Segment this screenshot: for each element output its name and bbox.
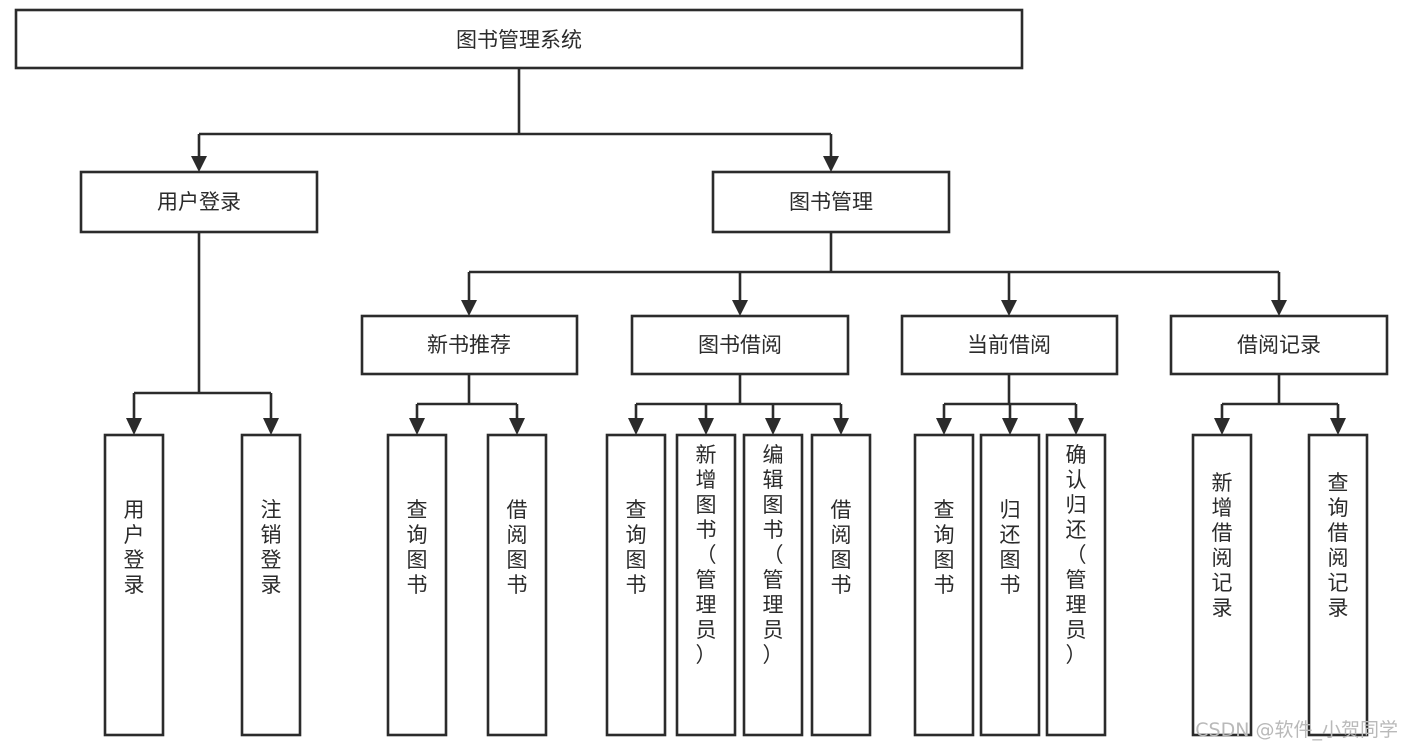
leaf-logout-login-label: 注销登录 [261, 498, 282, 597]
arrow-leaf-return-book [1002, 418, 1018, 435]
arrow-leaf-add-book [698, 418, 714, 435]
node-root-box[interactable] [14, 8, 1024, 70]
leaf-borrow-book-1-label: 借阅图书 [507, 498, 528, 597]
node-book-manage-box[interactable] [711, 170, 951, 234]
connectors-book-borrow-to-leaves [628, 374, 849, 435]
leaf-borrow-book-1-box[interactable] [486, 433, 548, 737]
node-new-book-rec-box[interactable] [360, 314, 579, 376]
node-user-login-box[interactable] [79, 170, 319, 234]
leaf-query-record-label: 查询借阅记录 [1328, 471, 1349, 620]
leaf-confirm-return-box[interactable] [1045, 433, 1107, 737]
leaf-query-book-1[interactable]: 查询图书 [386, 433, 448, 737]
arrow-leaf-edit-book [765, 418, 781, 435]
leaf-add-book-box[interactable] [675, 433, 737, 737]
connectors-current-borrow-to-leaves [936, 374, 1084, 435]
node-root[interactable]: 图书管理系统 [14, 8, 1024, 70]
leaf-query-book-2-box[interactable] [605, 433, 667, 737]
connectors-new-book-rec-to-leaves [409, 374, 525, 435]
arrow-current-borrow [1001, 300, 1017, 316]
leaf-add-record-box[interactable] [1191, 433, 1253, 737]
arrow-leaf-query-book-3 [936, 418, 952, 435]
arrow-book-manage [823, 156, 839, 172]
leaf-borrow-book-2-box[interactable] [810, 433, 872, 737]
arrow-leaf-borrow-book-2 [833, 418, 849, 435]
arrow-leaf-logout-login [263, 418, 279, 435]
leaf-user-login-box[interactable] [103, 433, 165, 737]
arrow-leaf-query-book-2 [628, 418, 644, 435]
leaf-borrow-book-2[interactable]: 借阅图书 [810, 433, 872, 737]
node-current-borrow-label: 当前借阅 [967, 333, 1051, 357]
leaf-confirm-return[interactable]: 确认归还（管理员） [1045, 433, 1107, 737]
connectors-root-to-level2 [191, 68, 839, 172]
node-book-borrow-box[interactable] [630, 314, 850, 376]
node-borrow-record-box[interactable] [1169, 314, 1389, 376]
arrow-leaf-borrow-book-1 [509, 418, 525, 435]
leaf-query-book-1-label: 查询图书 [407, 498, 428, 597]
leaf-query-book-2[interactable]: 查询图书 [605, 433, 667, 737]
node-user-login[interactable]: 用户登录 [79, 170, 319, 234]
leaf-return-book-box[interactable] [979, 433, 1041, 737]
leaf-query-book-3[interactable]: 查询图书 [913, 433, 975, 737]
leaf-logout-login-box[interactable] [240, 433, 302, 737]
arrow-leaf-query-book-1 [409, 418, 425, 435]
arrow-book-borrow [732, 300, 748, 316]
node-user-login-label: 用户登录 [157, 190, 241, 214]
watermark-label: CSDN @软件_小贺同学 [1195, 719, 1398, 741]
node-book-manage-label: 图书管理 [789, 190, 873, 214]
connectors-book-manage-to-level3 [461, 232, 1287, 316]
arrow-borrow-record [1271, 300, 1287, 316]
leaf-borrow-book-2-label: 借阅图书 [831, 498, 852, 597]
leaf-return-book-label: 归还图书 [1000, 498, 1021, 597]
arrow-user-login [191, 156, 207, 172]
leaf-user-login-label: 用户登录 [124, 498, 145, 597]
leaf-query-book-2-label: 查询图书 [626, 498, 647, 597]
node-new-book-rec-label: 新书推荐 [427, 333, 511, 357]
arrow-leaf-user-login [126, 418, 142, 435]
leaf-edit-book-label: 编辑图书（管理员） [763, 443, 784, 667]
leaf-query-book-3-box[interactable] [913, 433, 975, 737]
arrow-leaf-confirm-return [1068, 418, 1084, 435]
arrow-leaf-add-record [1214, 418, 1230, 435]
node-current-borrow[interactable]: 当前借阅 [900, 314, 1119, 376]
leaf-query-record[interactable]: 查询借阅记录 [1307, 433, 1369, 737]
leaf-query-book-1-box[interactable] [386, 433, 448, 737]
leaf-confirm-return-label: 确认归还（管理员） [1066, 443, 1087, 667]
leaf-add-record[interactable]: 新增借阅记录 [1191, 433, 1253, 737]
leaf-add-book[interactable]: 新增图书（管理员） [675, 433, 737, 737]
node-book-manage[interactable]: 图书管理 [711, 170, 951, 234]
node-current-borrow-box[interactable] [900, 314, 1119, 376]
leaf-logout-login[interactable]: 注销登录 [240, 433, 302, 737]
arrow-new-book-rec [461, 300, 477, 316]
arrow-leaf-query-record [1330, 418, 1346, 435]
node-book-borrow[interactable]: 图书借阅 [630, 314, 850, 376]
node-borrow-record-label: 借阅记录 [1237, 333, 1321, 357]
leaf-edit-book[interactable]: 编辑图书（管理员） [742, 433, 804, 737]
connectors-user-login-to-leaves [126, 232, 279, 435]
leaf-query-book-3-label: 查询图书 [934, 498, 955, 597]
leaf-user-login[interactable]: 用户登录 [103, 433, 165, 737]
leaf-add-record-label: 新增借阅记录 [1212, 471, 1233, 620]
leaf-return-book[interactable]: 归还图书 [979, 433, 1041, 737]
connectors-borrow-record-to-leaves [1214, 374, 1346, 435]
node-borrow-record[interactable]: 借阅记录 [1169, 314, 1389, 376]
leaf-borrow-book-1[interactable]: 借阅图书 [486, 433, 548, 737]
leaf-add-book-label: 新增图书（管理员） [696, 443, 717, 667]
node-new-book-rec[interactable]: 新书推荐 [360, 314, 579, 376]
leaf-query-record-box[interactable] [1307, 433, 1369, 737]
node-root-label: 图书管理系统 [456, 28, 582, 52]
leaf-edit-book-box[interactable] [742, 433, 804, 737]
node-book-borrow-label: 图书借阅 [698, 333, 782, 357]
